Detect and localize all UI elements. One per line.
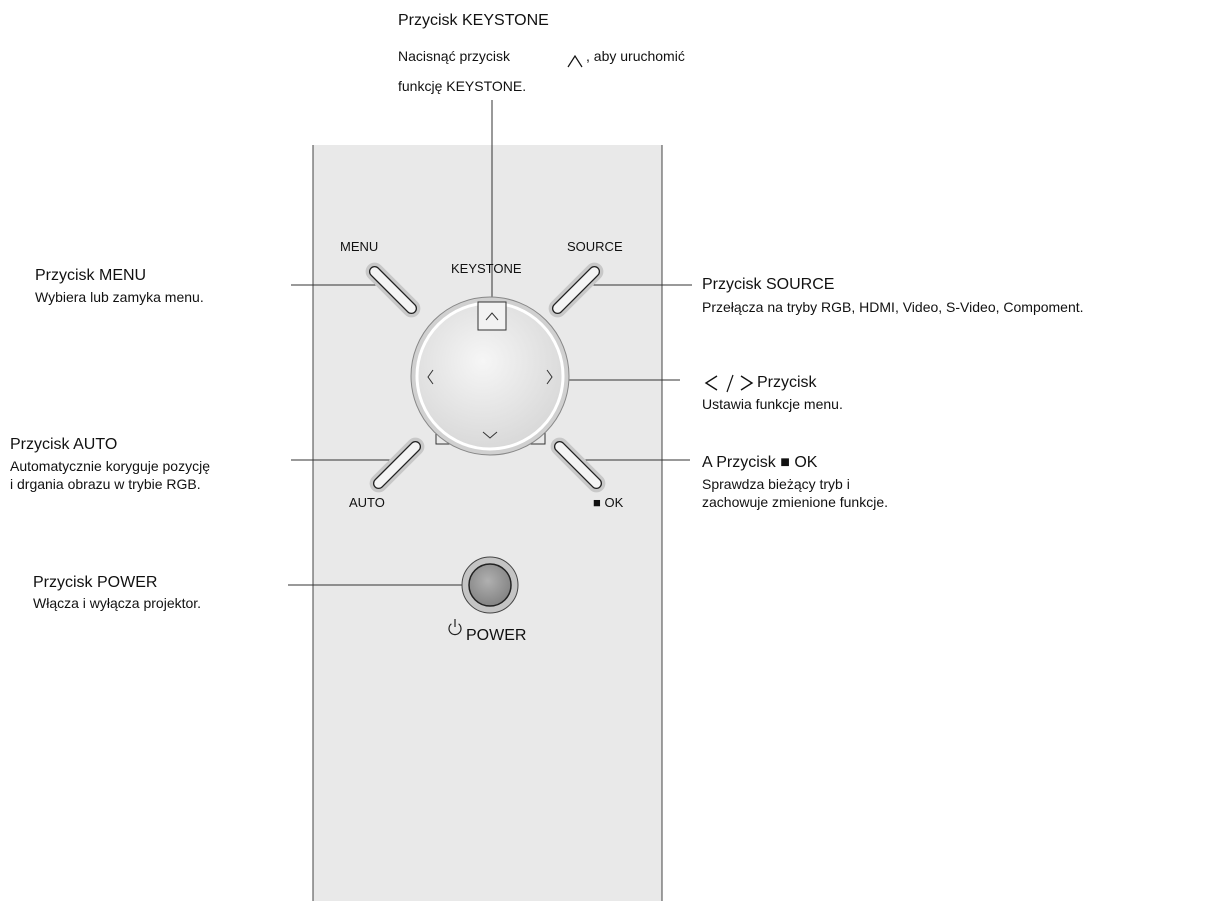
arrows-callout-title: Przycisk <box>757 374 817 391</box>
power-callout-desc: Włącza i wyłącza projektor. <box>33 595 202 611</box>
ok-button[interactable] <box>547 434 609 496</box>
power-icon <box>448 619 462 636</box>
ok-callout-title: A Przycisk ■ OK <box>702 454 818 471</box>
keystone-button-label: KEYSTONE <box>451 261 522 276</box>
keystone-callout-line1-pre: Nacisnąć przycisk <box>398 48 511 64</box>
keystone-callout-title: Przycisk KEYSTONE <box>398 12 549 29</box>
auto-callout-desc2: i drgania obrazu w trybie RGB. <box>10 476 201 492</box>
source-button[interactable] <box>545 259 607 321</box>
keystone-wedge-icon <box>567 54 583 68</box>
auto-callout-title: Przycisk AUTO <box>10 436 118 453</box>
menu-button-label: MENU <box>340 239 379 254</box>
keystone-callout-line2: funkcję KEYSTONE. <box>398 78 527 94</box>
arrows-callout-desc: Ustawia funkcje menu. <box>702 396 843 412</box>
keystone-up-button[interactable] <box>477 301 507 331</box>
callout-slash-icon <box>726 374 734 393</box>
source-callout-desc: Przełącza na tryby RGB, HDMI, Video, S-V… <box>702 299 1084 315</box>
down-angle-icon[interactable] <box>482 431 498 439</box>
right-angle-icon[interactable] <box>546 369 553 385</box>
auto-callout-desc1: Automatycznie koryguje pozycję <box>10 458 210 474</box>
keystone-callout-line1-post: , aby uruchomić <box>586 48 685 64</box>
power-button[interactable] <box>468 563 512 607</box>
menu-button[interactable] <box>362 259 424 321</box>
callout-left-chevron-icon <box>704 375 718 391</box>
auto-button[interactable] <box>366 434 428 496</box>
source-button-label: SOURCE <box>567 239 623 254</box>
left-angle-icon[interactable] <box>427 369 434 385</box>
power-callout-title: Przycisk POWER <box>33 574 158 591</box>
ok-button-label: ■ OK <box>593 495 624 510</box>
auto-button-label: AUTO <box>349 495 385 510</box>
power-button-label: POWER <box>466 627 527 644</box>
menu-callout-title: Przycisk MENU <box>35 267 147 284</box>
ok-callout-desc1: Sprawdza bieżący tryb i <box>702 476 850 492</box>
source-callout-title: Przycisk SOURCE <box>702 276 835 293</box>
menu-callout-desc: Wybiera lub zamyka menu. <box>35 289 204 305</box>
up-caret-icon <box>485 312 499 321</box>
callout-right-chevron-icon <box>740 375 754 391</box>
ok-callout-desc2: zachowuje zmienione funkcje. <box>702 494 888 510</box>
panel-body <box>313 145 662 901</box>
